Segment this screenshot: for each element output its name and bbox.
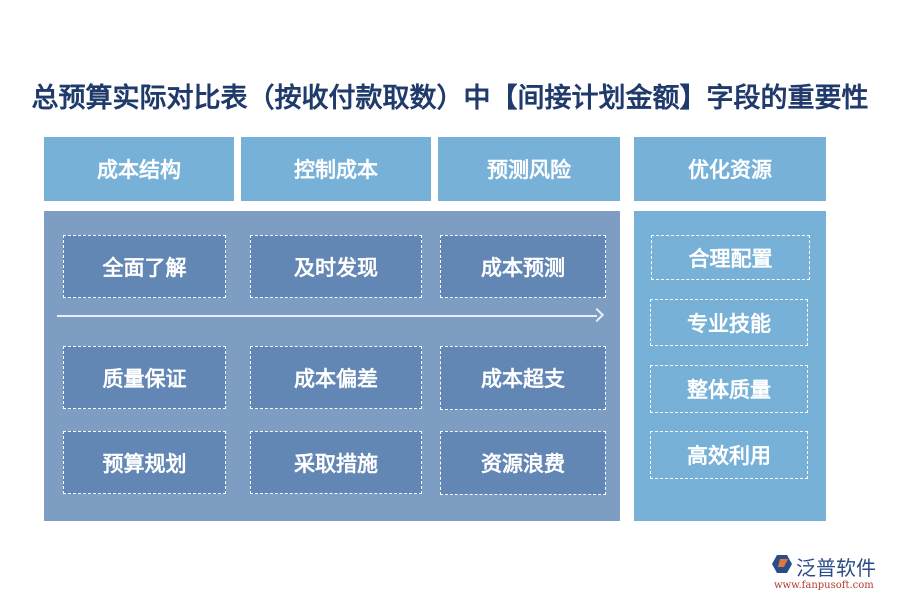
fanpu-logo-icon [772, 555, 792, 573]
item-professional-skills: 专业技能 [650, 299, 808, 346]
diagram-title: 总预算实际对比表（按收付款取数）中【间接计划金额】字段的重要性 [31, 83, 869, 114]
item-timely-discovery: 及时发现 [250, 235, 422, 298]
header-predict-risk: 预测风险 [438, 137, 620, 201]
brand-logo: 泛普软件 www.fanpusoft.com [770, 552, 895, 597]
item-budget-planning: 预算规划 [63, 431, 226, 494]
logo-url: www.fanpusoft.com [774, 580, 874, 591]
item-quality-assurance: 质量保证 [63, 346, 226, 409]
logo-name: 泛普软件 [796, 556, 876, 580]
item-resource-waste: 资源浪费 [440, 431, 606, 495]
header-cost-structure: 成本结构 [44, 137, 234, 201]
item-cost-forecast: 成本预测 [440, 235, 606, 298]
item-overall-quality: 整体质量 [650, 365, 808, 413]
item-full-understanding: 全面了解 [63, 235, 226, 298]
item-efficient-use: 高效利用 [650, 431, 808, 479]
header-optimize-resources: 优化资源 [634, 137, 826, 201]
item-cost-deviation: 成本偏差 [250, 346, 422, 409]
header-control-cost: 控制成本 [241, 137, 431, 201]
right-panel [634, 211, 826, 521]
flow-arrow-line [57, 315, 597, 317]
item-take-measures: 采取措施 [250, 431, 422, 494]
item-rational-allocation: 合理配置 [651, 235, 810, 280]
item-cost-overrun: 成本超支 [440, 346, 606, 410]
